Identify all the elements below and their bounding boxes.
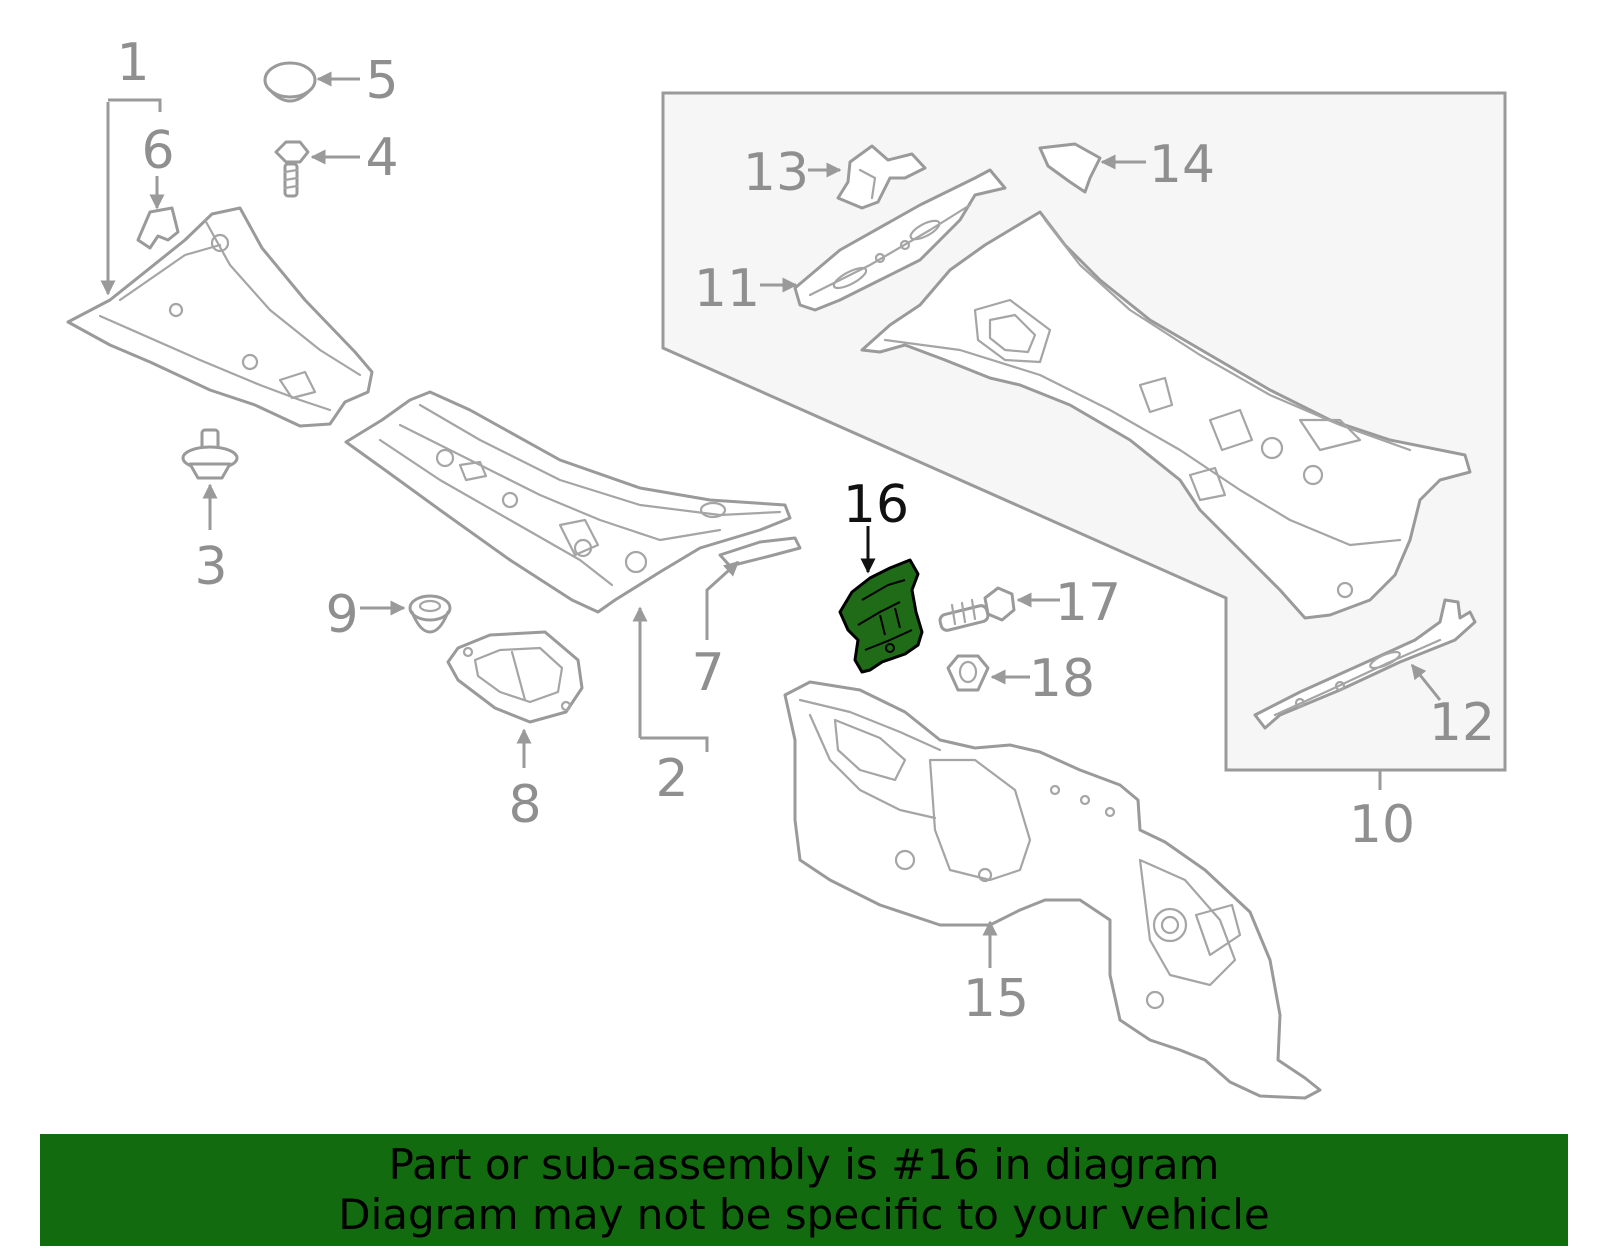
callout-15: 15 bbox=[963, 969, 1029, 1029]
part-4-bolt bbox=[274, 140, 310, 198]
callout-9: 9 bbox=[325, 585, 358, 645]
part-17-bolt bbox=[938, 586, 1016, 632]
callout-7: 7 bbox=[691, 643, 724, 703]
callout-5: 5 bbox=[365, 51, 398, 111]
callout-6: 6 bbox=[141, 121, 174, 181]
callout-10: 10 bbox=[1349, 795, 1415, 855]
part-8-cover bbox=[446, 630, 584, 724]
part-5-plug bbox=[263, 61, 317, 103]
callout-14: 14 bbox=[1149, 135, 1215, 195]
info-banner: Part or sub-assembly is #16 in diagram D… bbox=[40, 1134, 1568, 1246]
leader-lines bbox=[100, 71, 1442, 968]
part-12-bracket bbox=[1253, 598, 1477, 730]
callout-4: 4 bbox=[365, 128, 398, 188]
banner-line-1: Part or sub-assembly is #16 in diagram bbox=[388, 1140, 1220, 1189]
callout-12: 12 bbox=[1429, 693, 1495, 753]
part-9-grommet bbox=[408, 594, 452, 634]
callout-3: 3 bbox=[194, 537, 227, 597]
part-2-cowl-panel bbox=[344, 390, 792, 614]
part-3-clip bbox=[181, 428, 239, 480]
part-7-strip bbox=[718, 536, 802, 568]
callout-2: 2 bbox=[655, 749, 688, 809]
part-13-bracket bbox=[836, 144, 927, 210]
part-1-cowl-panel bbox=[66, 206, 374, 428]
part-6-clip bbox=[136, 206, 180, 250]
part-18-nut bbox=[946, 654, 990, 692]
callout-13: 13 bbox=[743, 143, 809, 203]
callout-18: 18 bbox=[1029, 649, 1095, 709]
part-15-dash-panel bbox=[783, 680, 1322, 1100]
callout-11: 11 bbox=[694, 259, 760, 319]
callout-17: 17 bbox=[1055, 573, 1121, 633]
callout-16: 16 bbox=[843, 475, 909, 535]
callout-1: 1 bbox=[116, 33, 149, 93]
banner-line-2: Diagram may not be specific to your vehi… bbox=[338, 1190, 1270, 1239]
part-14-plate bbox=[1038, 142, 1102, 194]
part-10-inner-panel bbox=[860, 210, 1472, 620]
callout-labels: 1 6 5 4 3 9 8 7 2 13 14 11 12 10 17 18 1… bbox=[116, 33, 1495, 1029]
part-11-bracket bbox=[793, 168, 1007, 312]
part-16-highlighted-bracket bbox=[838, 558, 924, 674]
callout-8: 8 bbox=[508, 775, 541, 835]
